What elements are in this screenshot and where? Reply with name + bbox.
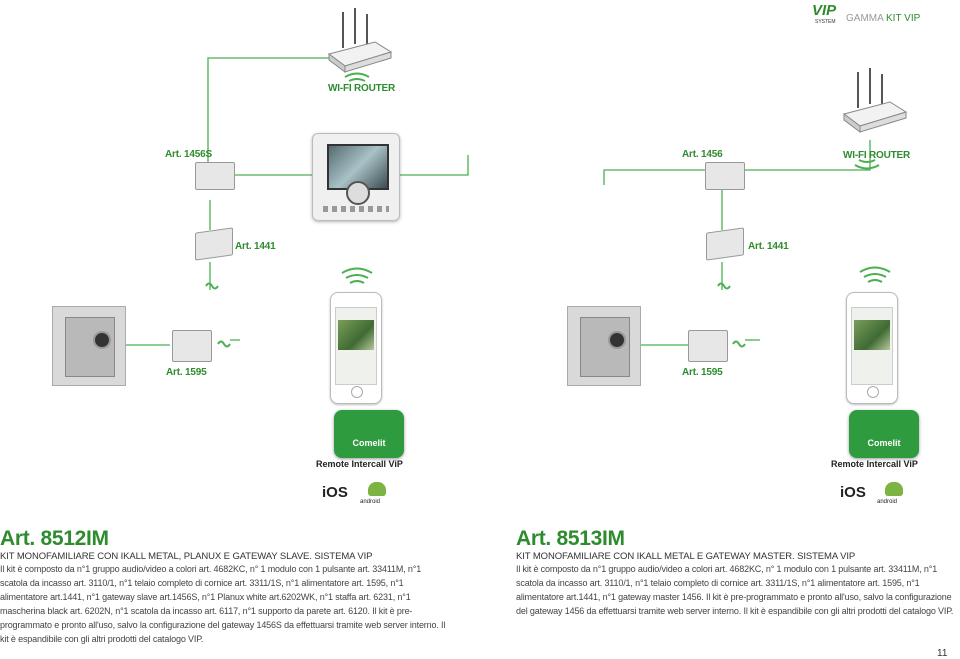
monitor-buttons [323, 206, 389, 212]
vip-logo: VIP SYSTEM [812, 2, 840, 30]
app-name-left: Remote Intercall ViP [316, 459, 403, 469]
article-subtitle: KIT MONOFAMILIARE CON iKALL METAL, PLANU… [0, 551, 373, 562]
supply-label-right: Art. 1595 [682, 367, 723, 378]
power-label-left: Art. 1441 [235, 241, 276, 252]
router-label-left: WI-FI ROUTER [328, 83, 396, 94]
door-panel-right [567, 306, 641, 386]
wifi-router-icon [842, 68, 908, 133]
smartphone-right [846, 292, 898, 404]
article-title: Art. 8512IM [0, 527, 109, 550]
camera-icon [93, 331, 111, 349]
comelit-app-icon-left: Comelit [334, 410, 404, 458]
planux-monitor [312, 133, 400, 221]
router-label-right: WI-FI ROUTER [843, 150, 911, 161]
power-supply-1595-right [688, 330, 728, 362]
app-brand-left: Comelit [352, 438, 386, 448]
wiring-diagram [125, 57, 891, 348]
monitor-joystick [346, 181, 370, 205]
ios-logo-right: iOS [840, 484, 866, 501]
app-brand-right: Comelit [867, 438, 901, 448]
article-subtitle: KIT MONOFAMILIARE CON iKALL METAL E GATE… [516, 551, 856, 562]
article-body: Il kit è composto da n°1 gruppo audio/vi… [0, 564, 446, 644]
power-supply-1441-right [706, 227, 744, 261]
power-supply-1441-left [195, 227, 233, 261]
page-number: 11 [937, 648, 948, 659]
wifi-router-icon [327, 8, 393, 73]
smartphone-left [330, 292, 382, 404]
vip-logo-text: VIP [812, 2, 837, 19]
gateway-1456s [195, 162, 235, 190]
power-label-right: Art. 1441 [748, 241, 789, 252]
camera-icon [608, 331, 626, 349]
android-label-right: android [877, 499, 898, 505]
power-supply-1595-left [172, 330, 212, 362]
android-icon-right [885, 482, 903, 496]
gateway-label-right: Art. 1456 [682, 149, 723, 160]
gateway-label-left: Art. 1456S [165, 149, 212, 160]
comelit-app-icon-right: Comelit [849, 410, 919, 458]
door-panel-left [52, 306, 126, 386]
gamma-label: GAMMA [846, 13, 884, 24]
android-icon-left [368, 482, 386, 496]
vip-logo-sub: SYSTEM [815, 19, 836, 25]
gateway-1456 [705, 162, 745, 190]
supply-label-left: Art. 1595 [166, 367, 207, 378]
ios-logo-left: iOS [322, 484, 348, 501]
app-name-right: Remote Intercall ViP [831, 459, 918, 469]
article-body: Il kit è composto da n°1 gruppo audio/vi… [516, 564, 954, 616]
article-title: Art. 8513IM [516, 527, 625, 550]
android-label-left: android [360, 499, 381, 505]
article-right: Art. 8513IM KIT MONOFAMILIARE CON iKALL … [516, 527, 960, 618]
article-left: Art. 8512IM KIT MONOFAMILIARE CON iKALL … [0, 527, 446, 646]
kit-label: KIT VIP [886, 13, 921, 24]
header-title: GAMMA KIT VIP [846, 13, 920, 24]
